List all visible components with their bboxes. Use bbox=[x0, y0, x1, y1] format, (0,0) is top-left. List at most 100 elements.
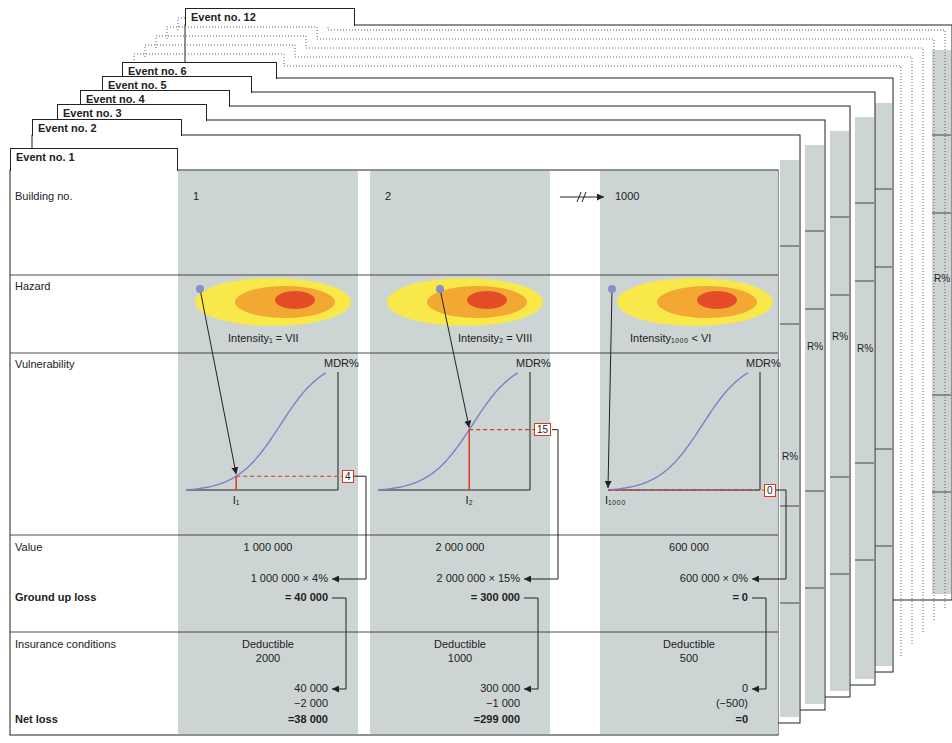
card-row-line bbox=[805, 588, 824, 589]
site-arrow bbox=[608, 289, 612, 488]
building-number: 1 bbox=[193, 190, 199, 203]
card-row-line bbox=[830, 295, 849, 296]
event-tab: Event no. 2 bbox=[32, 119, 182, 136]
row-header: Vulnerability bbox=[15, 358, 75, 371]
card-row-line bbox=[830, 217, 849, 218]
card-row-line bbox=[873, 267, 892, 268]
loss-formula: 2 000 000 × 15% bbox=[437, 572, 521, 585]
net-loss: =0 bbox=[735, 713, 748, 726]
net-loss: =38 000 bbox=[288, 713, 328, 726]
building-site bbox=[436, 285, 444, 293]
row-divider bbox=[10, 535, 778, 536]
card-row-line bbox=[780, 603, 799, 604]
card-row-line bbox=[932, 213, 951, 214]
vulnerability-curve bbox=[186, 373, 326, 490]
row-header: Value bbox=[15, 541, 42, 554]
card-column-strip bbox=[855, 117, 874, 679]
insured-value: 1 000 000 bbox=[244, 541, 293, 554]
card-row-line bbox=[873, 189, 892, 190]
axis-label: MDR% bbox=[746, 357, 781, 370]
loss-formula: 1 000 000 × 4% bbox=[251, 572, 328, 585]
chart-y-axis bbox=[338, 372, 339, 490]
building-site bbox=[196, 285, 204, 293]
building-number: 1000 bbox=[615, 190, 639, 203]
card-fragment: R% bbox=[832, 330, 848, 343]
row-header: Insurance conditions bbox=[15, 638, 116, 651]
card-column-strip bbox=[873, 103, 892, 666]
loss-amount: 0 bbox=[742, 682, 748, 695]
break-mark bbox=[577, 192, 581, 202]
hazard-zone-core bbox=[275, 291, 315, 309]
card-column-strip bbox=[830, 131, 849, 691]
event-title: Event no. 2 bbox=[38, 122, 176, 135]
ground-up-loss: = 0 bbox=[732, 591, 748, 604]
intensity-tick: I₁₀₀₀ bbox=[605, 494, 625, 507]
card-row-line bbox=[830, 574, 849, 575]
card-row-line bbox=[932, 395, 951, 396]
chart-y-axis bbox=[760, 372, 761, 490]
insured-value: 600 000 bbox=[669, 541, 709, 554]
card-row-line bbox=[855, 203, 874, 204]
intensity-label: Intensity₁₀₀₀ < VI bbox=[630, 332, 711, 345]
loss-formula: 600 000 × 0% bbox=[680, 572, 748, 585]
deductible-amount: 500 bbox=[680, 652, 698, 665]
card-row-line bbox=[830, 477, 849, 478]
axis-label: MDR% bbox=[516, 357, 551, 370]
vulnerability-curve bbox=[608, 373, 748, 490]
intensity-label: Intensity₂ = VIII bbox=[458, 332, 532, 345]
card-row-line bbox=[873, 546, 892, 547]
hazard-zone-core bbox=[697, 291, 737, 309]
deductible-label: Deductible bbox=[434, 638, 486, 651]
row-divider bbox=[10, 632, 778, 633]
mdr-value-box: 15 bbox=[534, 423, 551, 436]
card-row-line bbox=[932, 135, 951, 136]
intensity-marker bbox=[468, 430, 470, 490]
loss-amount: 40 000 bbox=[294, 682, 328, 695]
mdr-value-box: 4 bbox=[342, 470, 354, 483]
building-column bbox=[370, 171, 550, 734]
building-column bbox=[178, 171, 358, 734]
mdr-percent: 4 bbox=[345, 471, 351, 482]
net-loss-arrow bbox=[524, 598, 538, 689]
hazard-zone-middle bbox=[657, 286, 757, 318]
card-fragment: R% bbox=[857, 342, 873, 355]
break-mark bbox=[582, 192, 586, 202]
mdr-percent: 15 bbox=[537, 424, 548, 435]
intensity-tick: I₂ bbox=[466, 494, 473, 507]
hazard-zone-outer bbox=[387, 278, 543, 326]
chart-x-axis bbox=[378, 490, 530, 491]
card-fragment: R% bbox=[934, 272, 950, 285]
building-site bbox=[608, 285, 616, 293]
deductible-amount: 2000 bbox=[256, 652, 280, 665]
mdr-leader bbox=[469, 429, 534, 430]
ground-up-loss: = 40 000 bbox=[285, 591, 328, 604]
loss-amount: 300 000 bbox=[480, 682, 520, 695]
event-title: Event no. 12 bbox=[191, 11, 349, 24]
card-column-strip bbox=[780, 160, 799, 717]
card-row-line bbox=[805, 309, 824, 310]
net-loss-arrow bbox=[332, 598, 346, 689]
event-tab: Event no. 1 bbox=[10, 148, 178, 171]
hazard-zone-outer bbox=[195, 278, 351, 326]
site-arrow bbox=[440, 289, 469, 428]
chart-x-axis bbox=[186, 490, 338, 491]
building-number: 2 bbox=[385, 190, 391, 203]
row-header: Net loss bbox=[15, 713, 58, 726]
hazard-zone-outer bbox=[617, 278, 773, 326]
deductible-subtraction: −2 000 bbox=[294, 697, 328, 710]
mdr-percent: 0 bbox=[767, 485, 773, 496]
deductible-subtraction: −1 000 bbox=[486, 697, 520, 710]
row-header: Hazard bbox=[15, 280, 50, 293]
card-row-line bbox=[780, 246, 799, 247]
event-tab: Event no. 12 bbox=[185, 8, 355, 26]
event-title: Event no. 1 bbox=[16, 151, 172, 164]
insured-value: 2 000 000 bbox=[436, 541, 485, 554]
net-loss: =299 000 bbox=[474, 713, 520, 726]
card-row-line bbox=[855, 281, 874, 282]
axis-label: MDR% bbox=[324, 357, 359, 370]
row-header: Ground up loss bbox=[15, 591, 96, 604]
ground-loss-arrow bbox=[752, 490, 786, 579]
hazard-zone-middle bbox=[235, 286, 335, 318]
chart-y-axis bbox=[530, 372, 531, 490]
